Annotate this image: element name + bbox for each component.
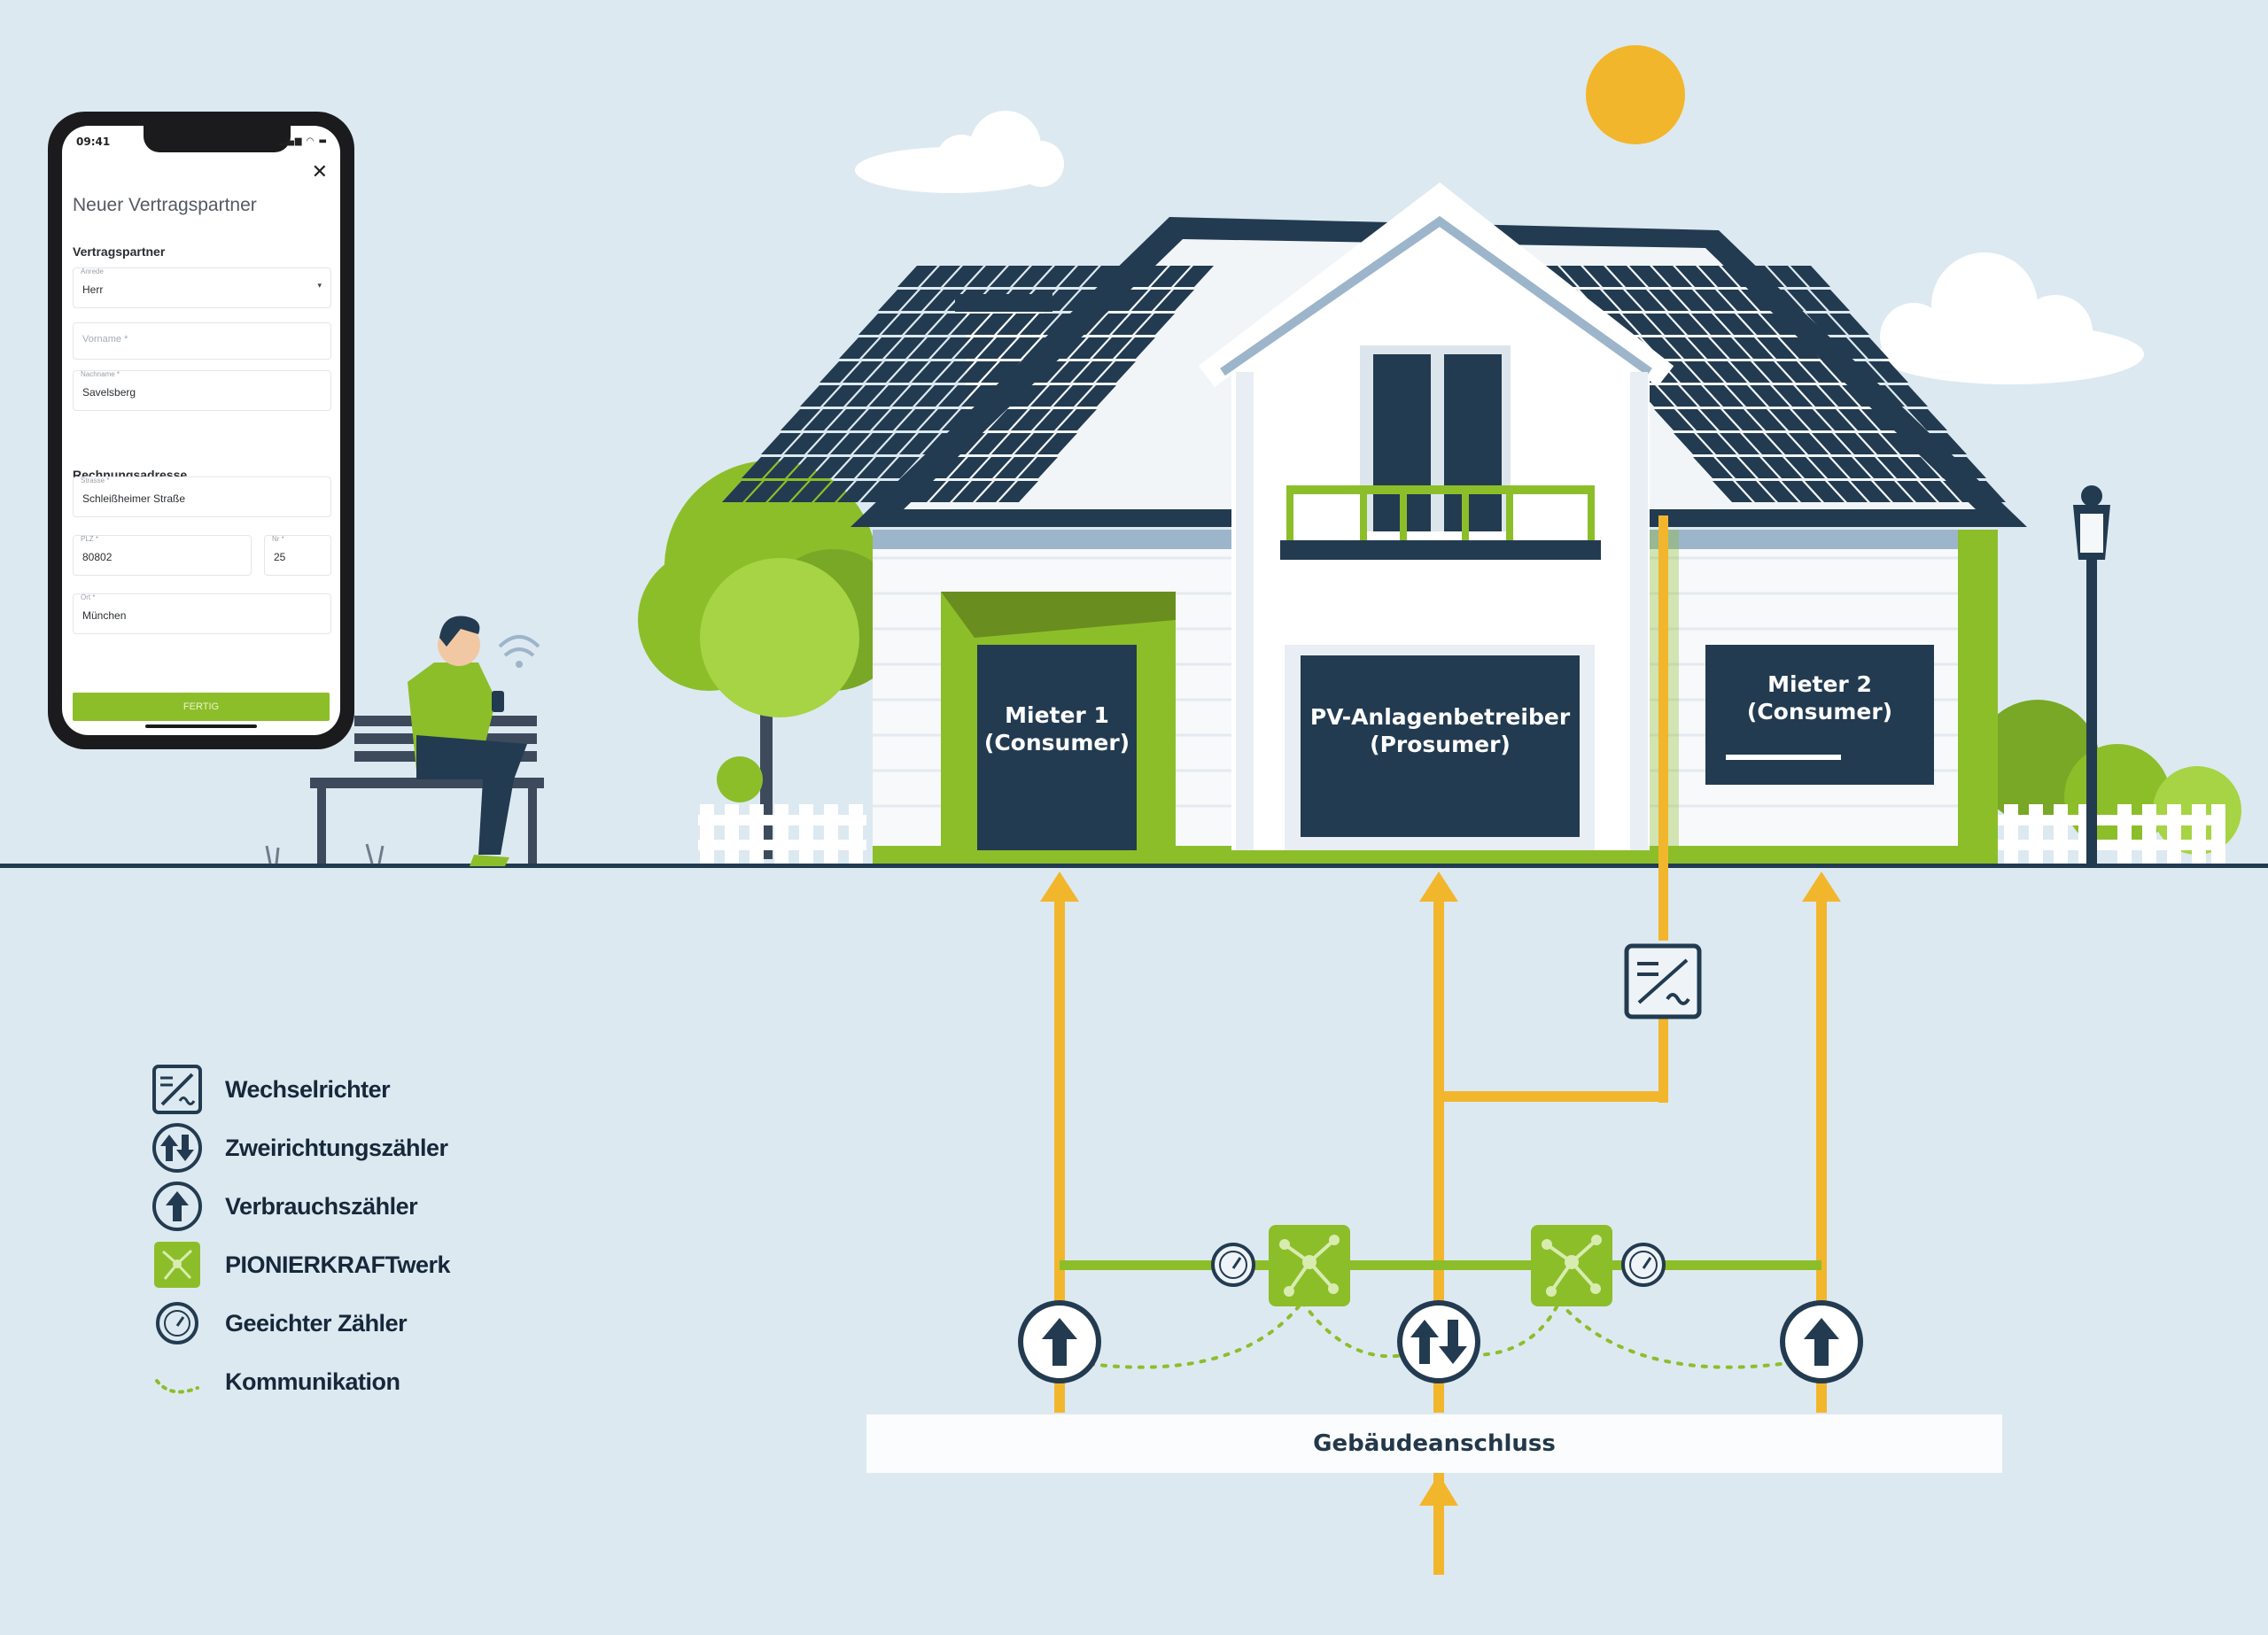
mieter1-label-line2: (Consumer) <box>983 730 1130 756</box>
pionierkraftwerk-icon <box>151 1238 204 1291</box>
communication-lines <box>1088 1300 1783 1369</box>
zip-value: 80802 <box>82 551 113 563</box>
bidirectional-meter-icon <box>1397 1300 1480 1383</box>
prosumer-panel-frame <box>1285 645 1595 850</box>
consumption-meter-icon <box>1780 1300 1863 1383</box>
pionierkraftwerk-icon <box>1269 1225 1350 1306</box>
status-icons: ▂▄▆ ◠ ▬ <box>279 136 328 146</box>
mieter2-label-line1: Mieter 2 <box>1767 671 1872 697</box>
city-label: Ort * <box>81 593 96 601</box>
tree-left <box>638 461 904 859</box>
close-icon[interactable]: ✕ <box>311 161 328 183</box>
street-label: Strasse * <box>81 477 110 484</box>
lastname-value: Savelsberg <box>82 386 136 399</box>
legend-label-inverter: Wechselrichter <box>225 1075 391 1103</box>
energy-flow-lines <box>1040 515 1841 1575</box>
consumption-meter-icon <box>1018 1300 1101 1383</box>
legend-item-pionierkraftwerk: PIONIERKRAFTwerk <box>151 1238 451 1291</box>
salutation-value: Herr <box>82 283 104 296</box>
prosumer-label: PV-Anlagenbetreiber (Prosumer) <box>1301 655 1580 806</box>
zip-field[interactable]: PLZ * 80802 <box>73 535 252 576</box>
street-field[interactable]: Strasse * Schleißheimer Straße <box>73 477 331 517</box>
mieter1-label: Mieter 1 (Consumer) <box>977 645 1137 813</box>
inverter-icon <box>151 1063 204 1116</box>
calibrated-meter-icon <box>151 1297 204 1350</box>
prosumer-label-line2: (Prosumer) <box>1370 732 1511 757</box>
legend-item-bidirectional-meter: Zweirichtungszähler <box>151 1121 448 1174</box>
person-on-bench <box>408 616 540 866</box>
communication-icon <box>151 1355 204 1408</box>
house-number-value: 25 <box>274 551 286 563</box>
cloud-right <box>1878 252 2144 384</box>
pionierkraftwerk-icon <box>1531 1225 1612 1306</box>
salutation-label: Anrede <box>81 267 104 275</box>
house-number-label: Nr * <box>272 535 284 543</box>
firstname-placeholder: Vorname * <box>82 334 128 345</box>
status-time: 09:41 <box>76 136 111 148</box>
legend-label-consumption-meter: Verbrauchszähler <box>225 1192 418 1220</box>
city-value: München <box>82 609 127 622</box>
solar-panels <box>722 266 2006 502</box>
legend-label-pionierkraftwerk: PIONIERKRAFTwerk <box>225 1251 451 1278</box>
legend-label-bidirectional-meter: Zweirichtungszähler <box>225 1134 448 1161</box>
ground-line <box>0 864 2268 868</box>
city-field[interactable]: Ort * München <box>73 593 331 634</box>
street-value: Schleißheimer Straße <box>82 492 186 505</box>
mieter1-label-line1: Mieter 1 <box>1005 702 1109 728</box>
legend-item-consumption-meter: Verbrauchszähler <box>151 1180 418 1233</box>
fence-right <box>1977 804 2225 866</box>
chevron-down-icon: ▾ <box>317 282 322 291</box>
submit-button[interactable]: FERTIG <box>73 693 330 721</box>
section-contract-partner: Vertragspartner <box>73 244 166 259</box>
balcony <box>1280 345 1601 560</box>
zip-label: PLZ * <box>81 535 99 543</box>
green-bus-line <box>1060 1260 1821 1270</box>
legend-label-communication: Kommunikation <box>225 1368 400 1395</box>
street-lamp <box>2073 485 2110 864</box>
phone-notch <box>144 126 291 152</box>
form-title: Neuer Vertragspartner <box>73 195 257 215</box>
phone-screen: 09:41 ▂▄▆ ◠ ▬ ✕ Neuer Vertragspartner Ve… <box>62 126 340 735</box>
prosumer-label-line1: PV-Anlagenbetreiber <box>1309 704 1571 730</box>
legend-item-inverter: Wechselrichter <box>151 1063 391 1116</box>
calibrated-meter-icon <box>1621 1243 1666 1287</box>
cloud-left <box>855 111 1064 193</box>
lastname-field[interactable]: Nachname * Savelsberg <box>73 370 331 411</box>
calibrated-meter-icon <box>1211 1243 1255 1287</box>
home-indicator <box>145 725 257 728</box>
sun <box>1586 45 1685 144</box>
mieter2-label: Mieter 2 (Consumer) <box>1705 645 1934 751</box>
lastname-label: Nachname * <box>81 370 120 378</box>
salutation-select[interactable]: Anrede Herr ▾ <box>73 267 331 308</box>
bidirectional-meter-icon <box>151 1121 204 1174</box>
consumption-meter-icon <box>151 1180 204 1233</box>
firstname-field[interactable]: Vorname * <box>73 322 331 360</box>
grass <box>265 843 384 864</box>
legend-item-communication: Kommunikation <box>151 1355 400 1408</box>
mieter2-panel-frame <box>1705 645 1934 785</box>
phone-mockup: 09:41 ▂▄▆ ◠ ▬ ✕ Neuer Vertragspartner Ve… <box>48 112 354 749</box>
fence-left <box>698 804 866 866</box>
inverter-icon <box>1624 943 1702 1019</box>
building-connection-label: Gebäudeanschluss <box>866 1414 2002 1473</box>
legend-label-calibrated-meter: Geeichter Zähler <box>225 1309 408 1337</box>
mieter1-door-frame <box>941 592 1176 850</box>
legend-item-calibrated-meter: Geeichter Zähler <box>151 1297 408 1350</box>
mieter2-label-line2: (Consumer) <box>1746 699 1893 725</box>
house-number-field[interactable]: Nr * 25 <box>264 535 331 576</box>
